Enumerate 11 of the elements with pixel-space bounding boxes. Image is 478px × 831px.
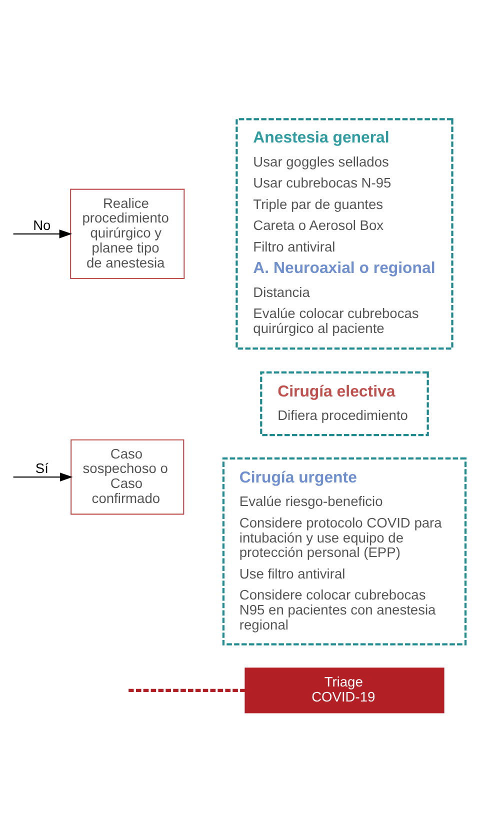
node-box: Triage COVID-19 [244, 667, 444, 713]
arrow [13, 228, 72, 238]
node-box: Cirugía electiva Difiera procedimiento [260, 370, 429, 436]
connector [128, 688, 245, 692]
arrow [13, 472, 73, 482]
edge-label: No [33, 218, 51, 233]
node-box: Cirugía urgente Evalúe riesgo-beneficio Considere protocolo COVID para intubación y use equipo de protección personal (EPP) Use filtro antiviral Considere colocar cubrebocas N95 en pacientes con anestesia regional [222, 456, 467, 645]
node-box: Anestesia general Usar goggles sellados Usar cubrebocas N-95 Triple par de guantes Careta o Aerosol Box Filtro antiviral A. Neuroaxial o regional Distancia Evalúe colocar cubrebocas quirúrgico al paciente [236, 118, 454, 350]
node-box: Caso sospechoso o Caso confirmado [70, 438, 184, 514]
edge-label: Sí [35, 460, 48, 476]
node-box: Realice procedimiento quirúrgico y planee tipo de anestesia [70, 188, 185, 279]
